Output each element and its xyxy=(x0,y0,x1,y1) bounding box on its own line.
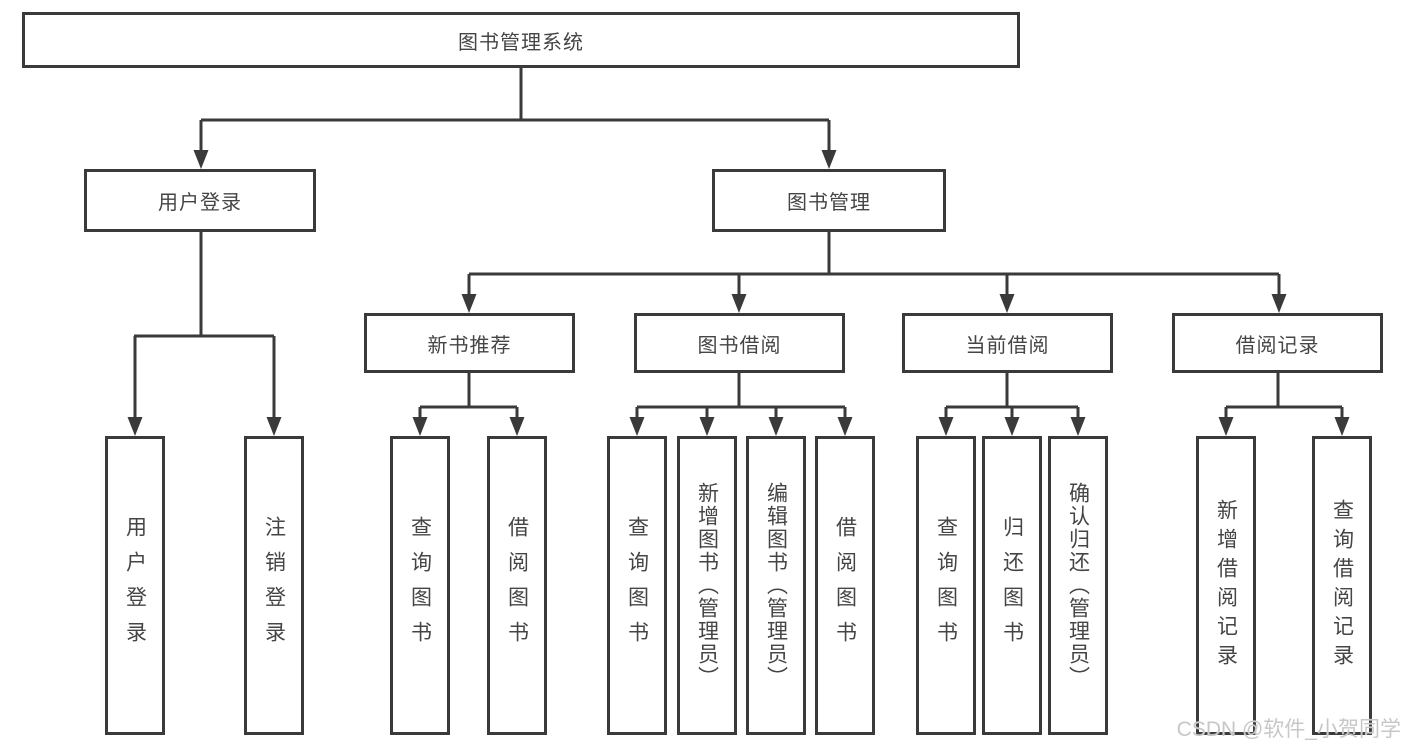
leaf-label: 新增借阅记录 xyxy=(1214,498,1238,673)
node-label: 图书借阅 xyxy=(697,334,782,357)
leaf-borrow-books: 借阅图书 xyxy=(815,436,875,735)
node-new-book-recommend: 新书推荐 xyxy=(364,313,575,373)
leaf-add-borrow-record: 新增借阅记录 xyxy=(1196,436,1256,735)
leaf-label: 借阅图书 xyxy=(505,515,529,656)
leaf-edit-book-admin: 编辑图书（管理员） xyxy=(746,436,806,735)
node-user-login: 用户登录 xyxy=(84,169,316,232)
node-label: 新书推荐 xyxy=(427,334,512,357)
node-label: 图书管理系统 xyxy=(458,31,584,54)
leaf-query-books-borrow: 查询图书 xyxy=(607,436,667,735)
leaf-label: 注销登录 xyxy=(262,515,286,656)
leaf-label: 用户登录 xyxy=(123,515,147,656)
watermark: CSDN @软件_小贺同学 xyxy=(1176,718,1401,741)
leaf-query-books-recommend: 查询图书 xyxy=(390,436,450,735)
leaf-label: 查询图书 xyxy=(408,515,432,656)
node-root: 图书管理系统 xyxy=(22,12,1020,68)
leaf-add-book-admin: 新增图书（管理员） xyxy=(677,436,737,735)
leaf-query-books-current: 查询图书 xyxy=(916,436,976,735)
leaf-label: 归还图书 xyxy=(1000,515,1024,656)
leaf-logout: 注销登录 xyxy=(244,436,304,735)
leaf-return-book: 归还图书 xyxy=(982,436,1042,735)
leaf-confirm-return-admin: 确认归还（管理员） xyxy=(1048,436,1108,735)
node-label: 用户登录 xyxy=(158,192,242,214)
leaf-user-login: 用户登录 xyxy=(105,436,165,735)
leaf-label: 查询图书 xyxy=(625,515,649,656)
leaf-label: 编辑图书（管理员） xyxy=(764,482,788,689)
leaf-label: 借阅图书 xyxy=(833,515,857,656)
leaf-borrow-books-recommend: 借阅图书 xyxy=(487,436,547,735)
leaf-label: 新增图书（管理员） xyxy=(695,482,719,689)
node-book-borrow: 图书借阅 xyxy=(634,313,845,373)
node-borrow-records: 借阅记录 xyxy=(1172,313,1383,373)
leaf-label: 确认归还（管理员） xyxy=(1066,482,1090,689)
node-label: 图书管理 xyxy=(787,192,871,214)
node-label: 当前借阅 xyxy=(965,334,1050,357)
leaf-query-borrow-record: 查询借阅记录 xyxy=(1312,436,1372,735)
node-label: 借阅记录 xyxy=(1235,334,1320,357)
leaf-label: 查询借阅记录 xyxy=(1330,498,1354,673)
node-book-management: 图书管理 xyxy=(712,169,946,232)
leaf-label: 查询图书 xyxy=(934,515,958,656)
node-current-borrow: 当前借阅 xyxy=(902,313,1113,373)
